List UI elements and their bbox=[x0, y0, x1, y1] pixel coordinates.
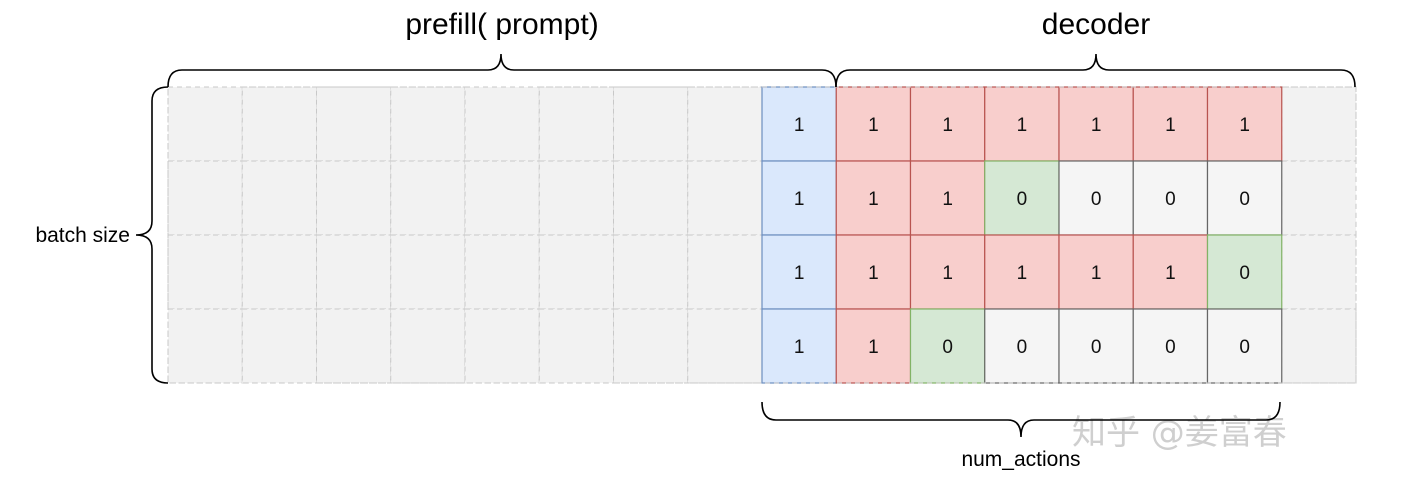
mask-cell-red bbox=[1132, 86, 1209, 162]
empty-cell bbox=[316, 234, 392, 310]
mask-cell-blue bbox=[761, 86, 837, 162]
mask-value: 1 bbox=[942, 115, 953, 136]
batch-size-brace bbox=[135, 86, 169, 384]
empty-cell bbox=[390, 234, 466, 310]
empty-cell bbox=[687, 160, 763, 236]
batch-size-label: batch size bbox=[35, 224, 130, 247]
mask-cell-blue bbox=[761, 234, 837, 310]
grid-frame bbox=[167, 86, 1357, 384]
empty-cell bbox=[390, 86, 466, 162]
empty-cell bbox=[1281, 234, 1357, 310]
mask-value: 0 bbox=[1239, 263, 1250, 284]
mask-value: 1 bbox=[868, 337, 879, 358]
empty-cell bbox=[167, 160, 243, 236]
empty-cell bbox=[316, 308, 392, 384]
num-actions-label: num_actions bbox=[961, 448, 1080, 471]
mask-value: 1 bbox=[1165, 263, 1176, 284]
empty-cell bbox=[464, 308, 540, 384]
mask-cell-red bbox=[984, 234, 1060, 310]
empty-cell bbox=[464, 234, 540, 310]
empty-cell bbox=[613, 160, 689, 236]
decoder-label: decoder bbox=[1042, 8, 1150, 41]
mask-value: 1 bbox=[1017, 263, 1028, 284]
empty-cell bbox=[687, 308, 763, 384]
mask-value: 0 bbox=[1091, 189, 1102, 210]
empty-cell bbox=[390, 308, 466, 384]
empty-cell bbox=[613, 234, 689, 310]
mask-value: 0 bbox=[1091, 337, 1102, 358]
empty-cell bbox=[167, 308, 243, 384]
mask-cell-green bbox=[1206, 234, 1283, 310]
empty-cell bbox=[538, 160, 614, 236]
empty-cell bbox=[538, 308, 614, 384]
mask-value: 1 bbox=[1091, 263, 1102, 284]
mask-value: 0 bbox=[1239, 189, 1250, 210]
mask-value: 1 bbox=[868, 189, 879, 210]
mask-value: 1 bbox=[1091, 115, 1102, 136]
mask-cell-zero bbox=[984, 308, 1060, 384]
mask-value: 1 bbox=[794, 189, 805, 210]
empty-cell bbox=[613, 308, 689, 384]
mask-value: 0 bbox=[1239, 337, 1250, 358]
mask-cell-red bbox=[835, 308, 912, 384]
decoder-brace bbox=[835, 53, 1356, 88]
empty-cell bbox=[241, 160, 317, 236]
mask-value: 1 bbox=[942, 189, 953, 210]
empty-cell bbox=[1281, 160, 1357, 236]
empty-cell bbox=[687, 234, 763, 310]
mask-value: 0 bbox=[1017, 189, 1028, 210]
empty-cell bbox=[241, 234, 317, 310]
empty-cell bbox=[1281, 308, 1357, 384]
mask-value: 1 bbox=[794, 115, 805, 136]
empty-cell bbox=[687, 86, 763, 162]
mask-value: 1 bbox=[1165, 115, 1176, 136]
watermark-text: 知乎 @姜富春 bbox=[1072, 413, 1287, 453]
mask-cell-red bbox=[835, 234, 912, 310]
mask-cell-zero bbox=[1206, 308, 1283, 384]
mask-value: 0 bbox=[1017, 337, 1028, 358]
empty-cell bbox=[167, 86, 243, 162]
mask-cell-blue bbox=[761, 308, 837, 384]
empty-cell bbox=[464, 86, 540, 162]
empty-cell bbox=[464, 160, 540, 236]
mask-value: 1 bbox=[868, 115, 879, 136]
mask-value: 1 bbox=[1239, 115, 1250, 136]
prefill-brace bbox=[167, 53, 837, 88]
empty-cell bbox=[613, 86, 689, 162]
token-grid: 1 1 1 1 1 1 1 1 1 1 0 0 0 0 1 1 1 1 1 1 0 1 1 0 0 0 0 0 bbox=[167, 86, 1357, 384]
mask-cell-zero bbox=[1058, 308, 1134, 384]
empty-cell bbox=[167, 234, 243, 310]
empty-cell bbox=[538, 86, 614, 162]
mask-cell-green bbox=[909, 308, 986, 384]
empty-cell bbox=[241, 308, 317, 384]
mask-value: 1 bbox=[942, 263, 953, 284]
mask-value: 1 bbox=[868, 263, 879, 284]
prefill-label: prefill( prompt) bbox=[405, 8, 598, 41]
mask-value: 0 bbox=[942, 337, 953, 358]
mask-value: 1 bbox=[794, 337, 805, 358]
mask-cell-red bbox=[909, 86, 986, 162]
empty-cell bbox=[390, 160, 466, 236]
mask-cell-zero bbox=[1058, 160, 1134, 236]
num-actions-brace bbox=[761, 401, 1281, 438]
empty-cell bbox=[241, 86, 317, 162]
mask-cell-red bbox=[1132, 234, 1209, 310]
empty-cell bbox=[538, 234, 614, 310]
mask-value: 0 bbox=[1165, 337, 1176, 358]
empty-cell bbox=[316, 160, 392, 236]
mask-cell-blue bbox=[761, 160, 837, 236]
mask-value: 0 bbox=[1165, 189, 1176, 210]
mask-cell-red bbox=[1206, 86, 1283, 162]
empty-cell bbox=[316, 86, 392, 162]
mask-cell-zero bbox=[1132, 308, 1209, 384]
mask-value: 1 bbox=[1017, 115, 1028, 136]
mask-value: 1 bbox=[794, 263, 805, 284]
empty-cell bbox=[1281, 86, 1357, 162]
